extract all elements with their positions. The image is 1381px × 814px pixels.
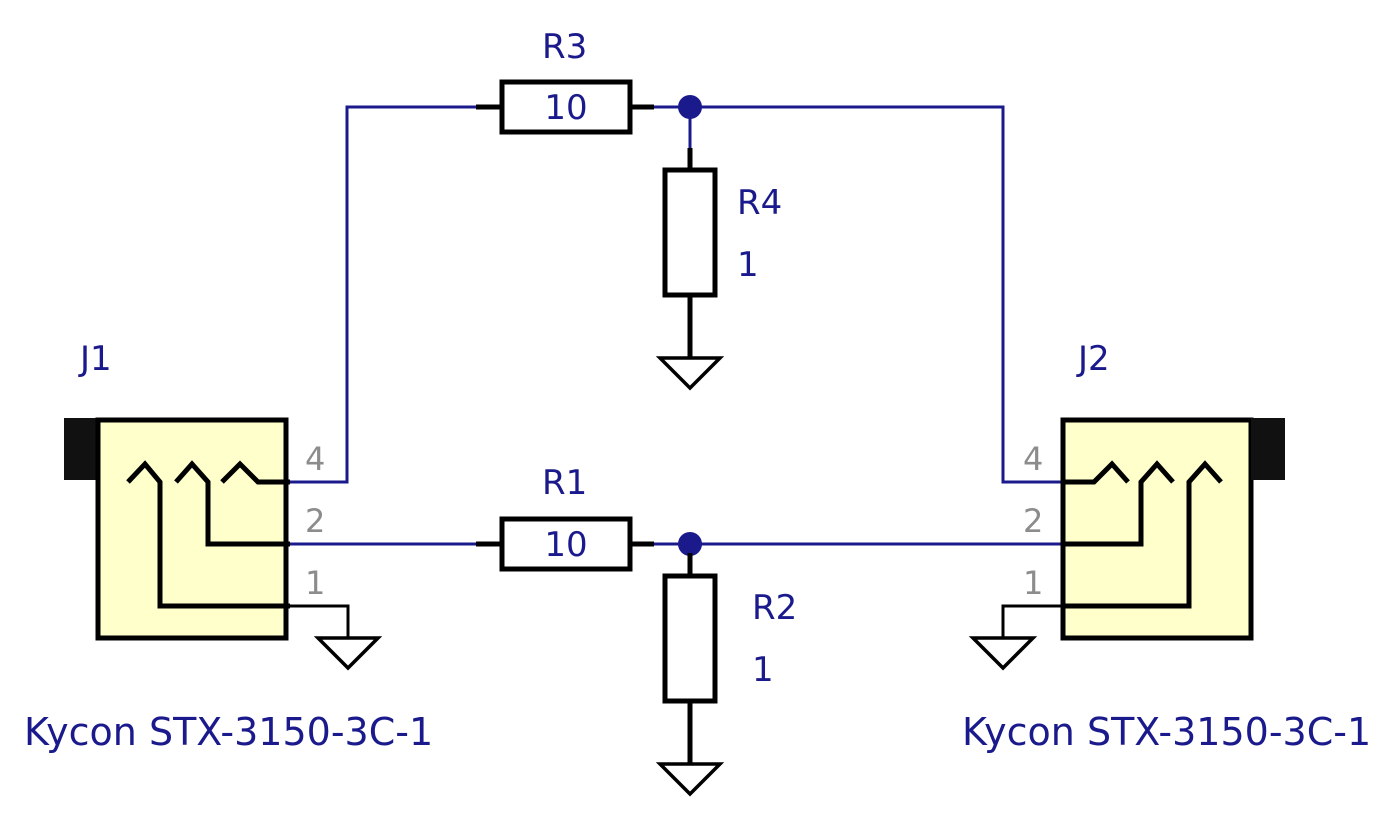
- r4-ref-label: R4: [737, 183, 782, 223]
- j1-contact-pin2: [174, 460, 290, 547]
- j2-pin-number-1: 1: [1023, 564, 1043, 602]
- j1-contact-pin1: [126, 460, 290, 609]
- j2-pin1-lead: [1001, 604, 1063, 638]
- j1-pin1-lead: [286, 604, 350, 638]
- r2-value-label: 1: [752, 650, 774, 690]
- ground-symbol-r4: [655, 356, 725, 391]
- r1-body: [499, 516, 633, 572]
- junction-dot-mid: [678, 532, 702, 556]
- r3-ref-label: R3: [542, 27, 587, 67]
- resistor-r4[interactable]: R4 1: [662, 148, 782, 358]
- j2-pin-number-4: 4: [1023, 440, 1043, 478]
- j2-contact-pin2: [1063, 460, 1175, 547]
- j2-pin-number-2: 2: [1023, 502, 1043, 540]
- r1-value-label: 10: [544, 525, 587, 565]
- j2-part-label: Kycon STX-3150-3C-1: [962, 710, 1371, 754]
- wire-j1-pin4-to-r3[interactable]: [288, 105, 478, 484]
- j1-ref-label: J1: [78, 339, 112, 379]
- ground-symbol-j1: [313, 636, 383, 671]
- r3-body: [499, 79, 633, 135]
- ground-symbol-j2: [968, 636, 1038, 671]
- ground-symbol-r2: [655, 762, 725, 797]
- r2-ref-label: R2: [752, 588, 797, 628]
- r3-value-label: 10: [544, 88, 587, 128]
- j1-body: [95, 417, 289, 641]
- r4-body: [662, 167, 718, 298]
- j1-pin-number-1: 1: [305, 564, 325, 602]
- j2-contact-pin4: [1063, 460, 1130, 485]
- j1-pin-number-4: 4: [305, 440, 325, 478]
- j1-part-label: Kycon STX-3150-3C-1: [24, 710, 433, 754]
- r4-value-label: 1: [737, 245, 759, 285]
- j2-contact-pin1: [1063, 460, 1223, 609]
- r1-ref-label: R1: [542, 463, 587, 503]
- j1-pin-number-2: 2: [305, 502, 325, 540]
- wire-node-top-to-j2-pin4[interactable]: [688, 105, 1065, 484]
- resistor-r3[interactable]: R3 10: [476, 27, 654, 135]
- j1-tab: [64, 418, 98, 480]
- resistor-r2[interactable]: R2 1: [662, 553, 797, 764]
- j2-body: [1060, 417, 1254, 641]
- j2-ref-label: J2: [1076, 339, 1110, 379]
- junction-dot-top: [678, 95, 702, 119]
- r2-body: [662, 573, 718, 704]
- j1-contact-pin4: [220, 460, 290, 485]
- connector-j1[interactable]: 4 2 1 J1 Kycon STX-3150-3C-1: [24, 339, 433, 754]
- j2-tab: [1251, 418, 1285, 480]
- wires: [288, 105, 1065, 555]
- resistor-r1[interactable]: R1 10: [476, 463, 654, 572]
- connector-j2[interactable]: 4 2 1 J2 Kycon STX-3150-3C-1: [962, 339, 1371, 754]
